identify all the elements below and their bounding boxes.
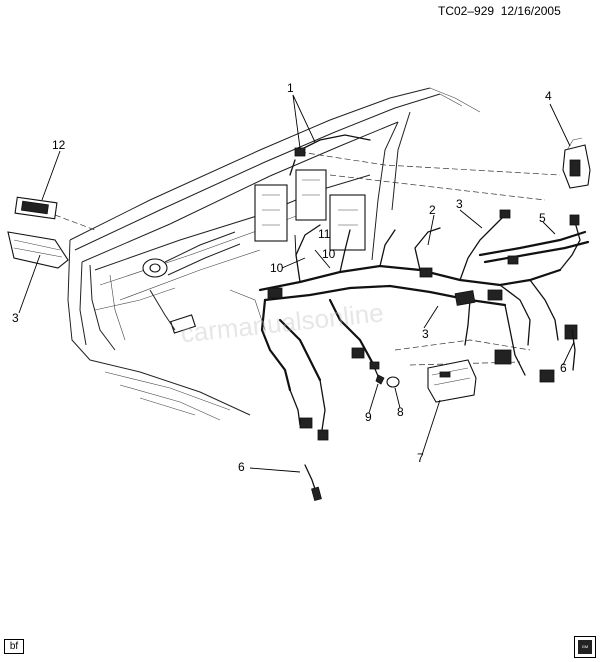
- callout-3-left: 3: [12, 311, 19, 325]
- callout-5: 5: [539, 211, 546, 225]
- control-module-7: [427, 359, 477, 403]
- callout-10-left: 10: [270, 261, 284, 275]
- callout-4: 4: [545, 89, 552, 103]
- lower-harness-6: [304, 329, 576, 502]
- callout-11: 11: [318, 227, 331, 241]
- callout-8: 8: [397, 405, 404, 419]
- gm-logo-text: GM: [581, 644, 589, 649]
- callout-2: 2: [429, 203, 436, 217]
- corner-label: bf: [4, 639, 24, 654]
- gm-logo: GM: [574, 636, 596, 658]
- harness-connectors: [267, 147, 580, 441]
- clip-9: [375, 374, 385, 385]
- left-module-assembly: [7, 196, 69, 269]
- diagram-date: 12/16/2005: [500, 4, 561, 18]
- callout-1: 1: [287, 81, 294, 95]
- dash-body-structure: [67, 87, 481, 421]
- callout-3-center: 3: [422, 327, 429, 341]
- grommet-8: [386, 376, 400, 388]
- watermark: carmanualsonline: [179, 297, 385, 348]
- callout-10-right: 10: [322, 247, 336, 261]
- diagram-id: TC02–929: [438, 4, 495, 18]
- callout-9: 9: [365, 410, 372, 424]
- callout-6-lower: 6: [238, 460, 245, 474]
- right-module: [562, 137, 591, 189]
- callout-3-right: 3: [456, 197, 463, 211]
- callout-12: 12: [52, 138, 66, 152]
- callout-numbers: 1 2 3 3 3 4 5 6 6 7 8 9 10 10 11 12: [12, 81, 567, 474]
- diagram-header: TC02–929 12/16/2005: [438, 4, 561, 18]
- callout-7: 7: [417, 451, 424, 465]
- callout-6-right: 6: [560, 361, 567, 375]
- callout-leaders: [18, 94, 575, 473]
